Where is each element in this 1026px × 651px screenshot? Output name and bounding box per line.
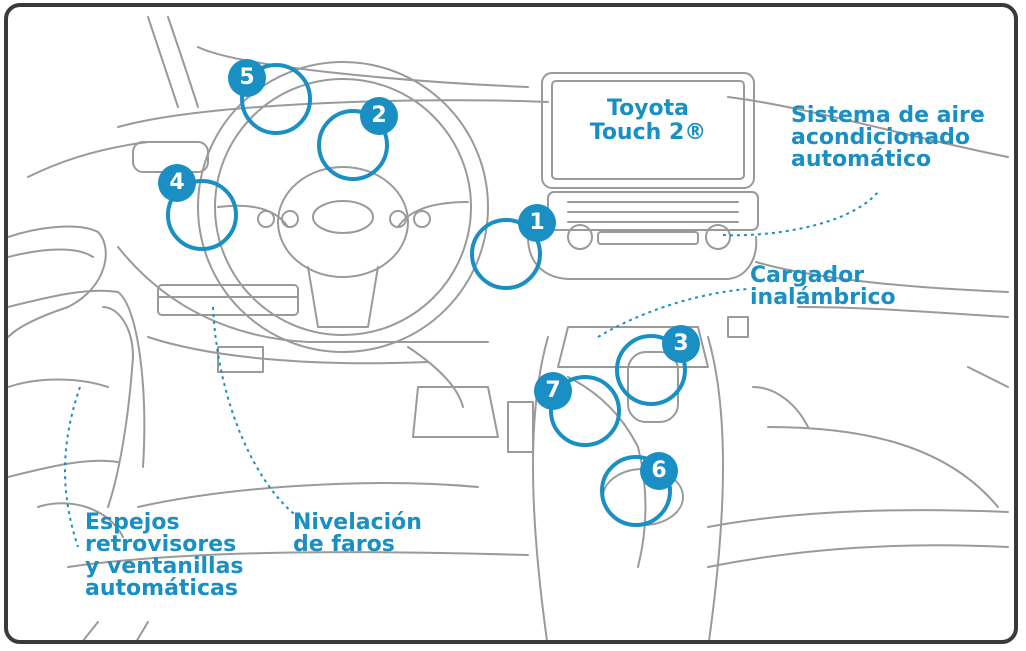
- marker-3-badge: 3: [662, 325, 700, 363]
- diagram-frame: Toyota Touch 2® Sistema de aire acondici…: [4, 3, 1018, 644]
- marker-4-badge: 4: [158, 164, 196, 202]
- marker-7-badge: 7: [534, 372, 572, 410]
- charger-label-line-2: inalámbrico: [750, 285, 896, 310]
- mirrors-label-line-4: automáticas: [85, 576, 238, 601]
- screen-line-1: Toyota: [606, 96, 690, 121]
- marker-5-badge: 5: [228, 59, 266, 97]
- charger-label: Cargador inalámbrico: [750, 265, 896, 309]
- headlight-leveling-label: Nivelación de faros: [293, 512, 422, 556]
- aircon-label-line-1: Sistema de aire: [791, 103, 985, 128]
- aircon-label-line-3: automático: [791, 147, 932, 172]
- mirrors-label-line-1: Espejos: [85, 510, 180, 535]
- mirrors-label-line-3: y ventanillas: [85, 554, 244, 579]
- headlight-leveling-label-line-2: de faros: [293, 532, 395, 557]
- marker-6-badge: 6: [640, 452, 678, 490]
- headlight-leveling-label-line-1: Nivelación: [293, 510, 422, 535]
- mirrors-windows-label: Espejos retrovisores y ventanillas autom…: [85, 512, 244, 600]
- marker-2-badge: 2: [360, 97, 398, 135]
- aircon-label: Sistema de aire acondicionado automático: [791, 105, 985, 171]
- car-interior-drawing: [8, 16, 1009, 640]
- aircon-label-line-2: acondicionado: [791, 125, 971, 150]
- charger-label-line-1: Cargador: [750, 263, 865, 288]
- infotainment-screen-text: Toyota Touch 2®: [553, 96, 743, 146]
- screen-line-2: Touch 2®: [589, 120, 707, 146]
- marker-1-badge: 1: [518, 204, 556, 242]
- mirrors-label-line-2: retrovisores: [85, 532, 237, 557]
